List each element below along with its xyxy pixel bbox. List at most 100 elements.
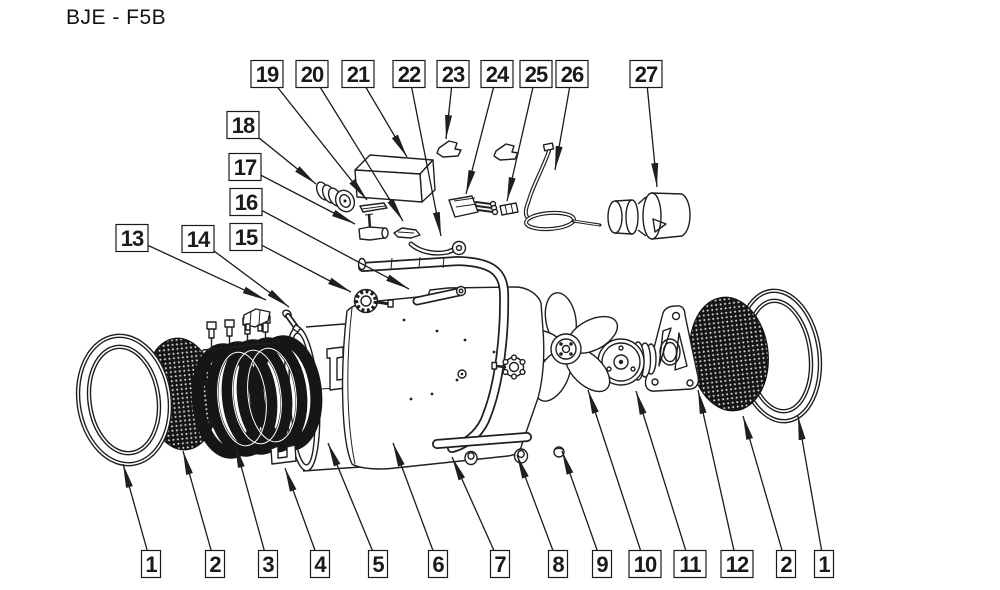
callout-number: 8 bbox=[552, 552, 564, 577]
leader-line bbox=[245, 236, 352, 293]
part-callout-17: 17 bbox=[228, 152, 356, 225]
callout-number: 21 bbox=[347, 62, 370, 87]
motor-mount-bracket bbox=[644, 305, 700, 392]
callout-box bbox=[204, 549, 226, 579]
callout-number: 23 bbox=[442, 62, 465, 87]
part-callout-2: 2 bbox=[742, 415, 797, 579]
callout-box bbox=[229, 222, 263, 252]
callout-number: 9 bbox=[596, 552, 608, 577]
callout-box bbox=[555, 59, 589, 89]
leader-line bbox=[587, 389, 646, 565]
fan-motor bbox=[597, 338, 657, 386]
callout-box bbox=[436, 59, 470, 89]
igniter-electrode bbox=[523, 142, 602, 232]
leader-line bbox=[327, 442, 379, 565]
nozzle-fitting bbox=[282, 309, 302, 333]
callout-box bbox=[181, 224, 215, 254]
wiring-connector bbox=[448, 195, 499, 218]
leader-line bbox=[697, 389, 738, 565]
callout-number: 4 bbox=[314, 552, 327, 577]
leader-line bbox=[284, 467, 321, 565]
leader-line bbox=[245, 201, 410, 290]
callout-box bbox=[591, 549, 613, 579]
callout-box bbox=[140, 549, 162, 579]
part-callout-6: 6 bbox=[392, 442, 449, 579]
callout-number: 22 bbox=[398, 62, 421, 87]
handle-frame bbox=[357, 255, 510, 453]
callout-box bbox=[629, 59, 663, 89]
leader-line bbox=[266, 73, 368, 201]
part-callout-16: 16 bbox=[229, 187, 410, 290]
burner-motor bbox=[607, 192, 691, 240]
callout-box bbox=[309, 549, 331, 579]
leader-line bbox=[561, 450, 603, 565]
callout-number: 6 bbox=[432, 552, 444, 577]
callout-number: 10 bbox=[634, 552, 657, 577]
callout-number: 5 bbox=[372, 552, 384, 577]
part-callout-24: 24 bbox=[465, 59, 514, 195]
junction-bracket bbox=[242, 308, 271, 332]
part-callout-18: 18 bbox=[226, 110, 317, 185]
leader-line bbox=[131, 237, 267, 301]
part-callout-23: 23 bbox=[436, 59, 470, 140]
fuel-line-assembly bbox=[408, 240, 467, 256]
part-callout-22: 22 bbox=[392, 59, 442, 237]
part-callout-9: 9 bbox=[561, 450, 613, 579]
callout-box bbox=[720, 549, 754, 579]
part-callout-13: 13 bbox=[115, 223, 267, 301]
part-callout-2: 2 bbox=[182, 450, 226, 579]
cable-gland bbox=[315, 181, 356, 213]
callout-box bbox=[813, 549, 835, 579]
leader-line bbox=[392, 442, 439, 565]
callout-number: 27 bbox=[635, 62, 658, 87]
callout-box bbox=[519, 59, 553, 89]
callout-box bbox=[341, 59, 375, 89]
heating-coil bbox=[191, 335, 323, 459]
leader-line bbox=[122, 463, 152, 565]
part-callout-7: 7 bbox=[451, 456, 511, 579]
callout-box bbox=[229, 187, 263, 217]
fan-guard-knob bbox=[353, 288, 394, 314]
part-callout-1: 1 bbox=[122, 463, 162, 579]
part-callout-5: 5 bbox=[327, 442, 389, 579]
leader-line bbox=[244, 166, 356, 225]
part-callout-14: 14 bbox=[181, 224, 290, 308]
leader-line bbox=[451, 456, 501, 565]
part-callout-25: 25 bbox=[506, 59, 553, 202]
callout-box bbox=[489, 549, 511, 579]
part-callout-3: 3 bbox=[234, 443, 279, 579]
callout-number: 14 bbox=[187, 227, 211, 252]
leader-line bbox=[182, 450, 216, 565]
part-callout-12: 12 bbox=[697, 389, 754, 579]
callout-number: 2 bbox=[209, 552, 221, 577]
leader-line bbox=[797, 415, 825, 565]
callout-number: 26 bbox=[561, 62, 584, 87]
leader-line bbox=[645, 73, 659, 188]
callout-box bbox=[295, 59, 329, 89]
part-callout-27: 27 bbox=[629, 59, 663, 188]
callout-number: 11 bbox=[679, 552, 701, 577]
callout-number: 13 bbox=[121, 226, 144, 251]
callout-number: 1 bbox=[818, 552, 830, 577]
part-callout-19: 19 bbox=[250, 59, 368, 201]
leader-line bbox=[465, 73, 498, 195]
callout-box bbox=[226, 110, 260, 140]
control-box bbox=[354, 154, 436, 203]
callout-box bbox=[480, 59, 514, 89]
leader-line bbox=[742, 415, 787, 565]
retainer-clip bbox=[436, 140, 519, 161]
part-callout-10: 10 bbox=[587, 389, 662, 579]
callout-box bbox=[673, 549, 707, 579]
callout-number: 2 bbox=[780, 552, 792, 577]
part-callout-26: 26 bbox=[554, 59, 589, 171]
leader-line bbox=[506, 73, 537, 202]
terminal-block bbox=[499, 202, 519, 216]
callout-box bbox=[367, 549, 389, 579]
front-guard-ring bbox=[75, 333, 173, 467]
callout-number: 19 bbox=[256, 62, 279, 87]
callout-box bbox=[427, 549, 449, 579]
part-callout-8: 8 bbox=[516, 454, 569, 579]
fan-blade bbox=[508, 292, 619, 402]
